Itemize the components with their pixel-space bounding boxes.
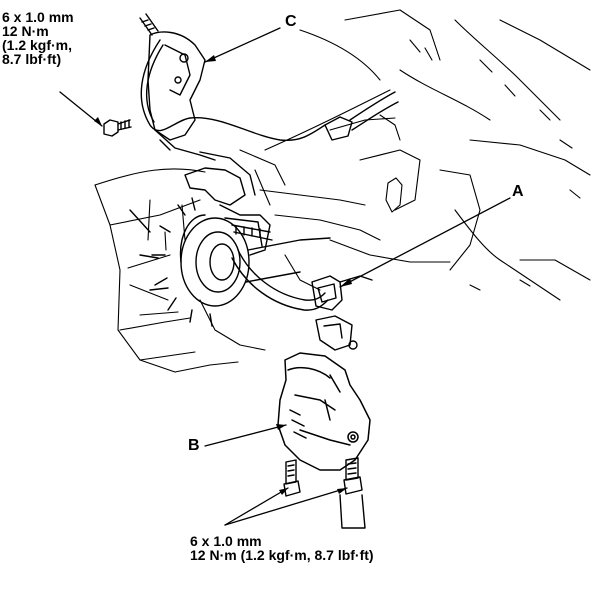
bearing-assembly <box>129 197 331 327</box>
torque-bottom-values: 12 N·m (1.2 kgf·m, 8.7 lbf·ft) <box>190 547 374 563</box>
torque-bottom-size: 6 x 1.0 mm <box>190 533 262 549</box>
leader-b <box>204 424 287 447</box>
torque-top-size: 6 x 1.0 mm <box>2 9 74 25</box>
torque-top-nm: 12 N·m <box>2 23 49 39</box>
connector-a <box>311 275 373 351</box>
mount-bracket <box>184 151 273 256</box>
cable-to-connector-a <box>231 249 329 311</box>
callout-b: B <box>188 437 200 454</box>
torque-spec-bottom: 6 x 1.0 mm 12 N·m (1.2 kgf·m, 8.7 lbf·ft… <box>190 534 374 562</box>
leader-lines <box>59 27 511 526</box>
leader-arrowheads <box>94 55 352 495</box>
callout-a: A <box>512 183 524 200</box>
sensor-bracket-c <box>139 13 216 161</box>
torque-top-lbfft: 8.7 lbf·ft) <box>2 51 62 67</box>
leader-a <box>339 197 511 288</box>
torque-spec-top: 6 x 1.0 mm 12 N·m (1.2 kgf·m, 8.7 lbf·ft… <box>2 10 74 66</box>
transmission-housing <box>94 9 591 373</box>
bolt-bottom-right <box>339 457 366 529</box>
bolt-top-left <box>103 119 132 137</box>
bolt-bottom-left <box>283 459 301 497</box>
leader-bottom-bolt-left <box>224 487 289 526</box>
leader-c <box>204 27 281 63</box>
wire-harness <box>140 39 399 142</box>
leader-bottom-bolt-right <box>224 487 348 526</box>
torque-top-kgfm: (1.2 kgf·m, <box>2 37 73 53</box>
cover-b <box>277 352 371 471</box>
callout-c: C <box>285 13 297 30</box>
